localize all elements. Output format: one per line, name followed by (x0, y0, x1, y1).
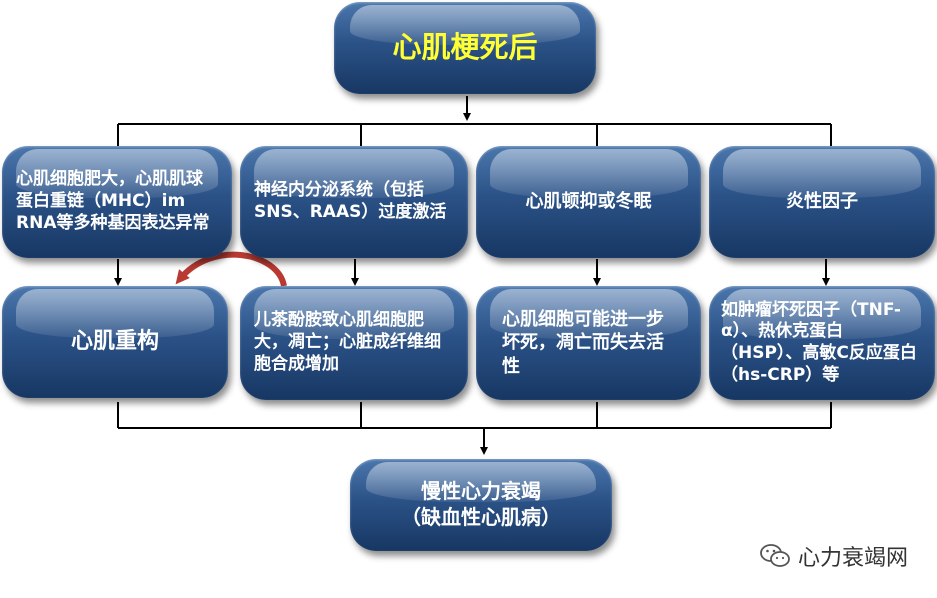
box-necrosis-text: 心肌细胞可能进一步坏死，凋亡而失去活性 (502, 309, 664, 377)
box-necrosis: 心肌细胞可能进一步坏死，凋亡而失去活性 (476, 286, 701, 400)
box-gene-expression-text: 心肌细胞肥大，心肌肌球蛋白重链（MHC）im RNA等多种基因表达异常 (16, 169, 210, 233)
box-gene-expression: 心肌细胞肥大，心肌肌球蛋白重链（MHC）im RNA等多种基因表达异常 (2, 146, 232, 258)
box-inflammatory: 炎性因子 (709, 146, 935, 258)
outcome-line-1: 慢性心力衰竭 (421, 479, 541, 504)
wechat-icon (760, 544, 790, 567)
box-cytokines: 如肿瘤坏死因子（TNF-α）、热休克蛋白（HSP）、高敏C反应蛋白（hs-CRP… (709, 286, 935, 400)
box-remodeling-text: 心肌重构 (70, 328, 159, 354)
box-remodeling: 心肌重构 (2, 286, 228, 398)
title-text: 心肌梗死后 (392, 30, 538, 65)
box-stunning-text: 心肌顿抑或冬眠 (525, 191, 652, 213)
box-neuroendocrine-text: 神经内分泌系统（包括SNS、RAAS）过度激活 (254, 180, 447, 222)
box-neuroendocrine: 神经内分泌系统（包括SNS、RAAS）过度激活 (240, 146, 468, 258)
outcome-line-2: （缺血性心肌病） (401, 505, 561, 529)
title-box: 心肌梗死后 (334, 2, 596, 94)
box-catecholamine-text: 儿茶酚胺致心肌细胞肥大，凋亡；心脏成纤维细胞合成增加 (254, 310, 441, 374)
box-inflammatory-text: 炎性因子 (786, 191, 858, 213)
curved-feedback-arrow (175, 251, 287, 287)
box-catecholamine: 儿茶酚胺致心肌细胞肥大，凋亡；心脏成纤维细胞合成增加 (240, 286, 468, 400)
watermark-text: 心力衰竭网 (798, 546, 909, 571)
outcome-box: 慢性心力衰竭 （缺血性心肌病） (350, 459, 612, 551)
watermark: 心力衰竭网 (760, 540, 908, 572)
box-stunning: 心肌顿抑或冬眠 (476, 146, 701, 258)
box-cytokines-text: 如肿瘤坏死因子（TNF-α）、热休克蛋白（HSP）、高敏C反应蛋白（hs-CRP… (721, 299, 917, 385)
